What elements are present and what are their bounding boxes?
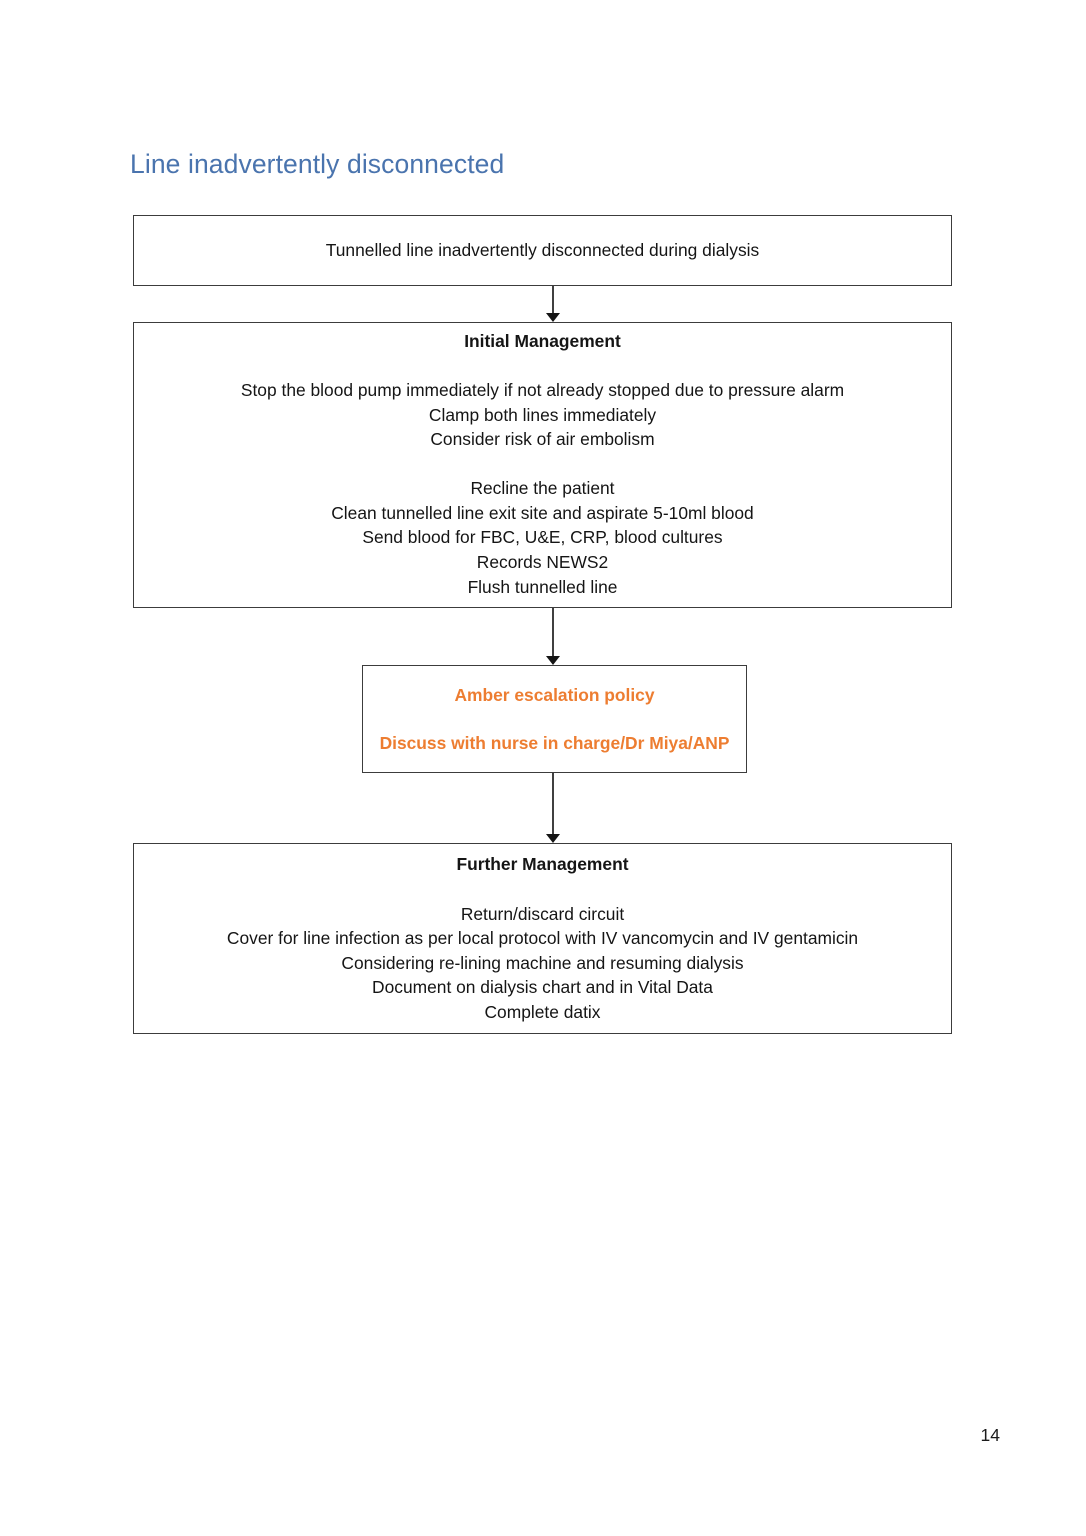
- flow-text-line: Cover for line infection as per local pr…: [226, 928, 859, 949]
- flow-node-amber-escalation: Amber escalation policy Discuss with nur…: [362, 665, 747, 773]
- flowchart: Tunnelled line inadvertently disconnecte…: [133, 215, 952, 1034]
- flow-node-start-text: Tunnelled line inadvertently disconnecte…: [326, 238, 759, 263]
- amber-escalation-instruction: Discuss with nurse in charge/Dr Miya/ANP: [379, 733, 730, 753]
- amber-escalation-heading: Amber escalation policy: [454, 685, 655, 705]
- flow-text-spacer: [380, 707, 730, 731]
- flow-text-spacer: [227, 877, 858, 902]
- flow-text-line: Clamp both lines immediately: [428, 404, 657, 425]
- connector-start-to-initial: [552, 286, 554, 314]
- flow-text-spacer: [241, 452, 844, 477]
- flow-text-line: Considering re-lining machine and resumi…: [341, 952, 744, 973]
- flow-node-further-management: Further Management Return/discard circui…: [133, 843, 952, 1034]
- arrowhead-down-icon: [546, 656, 560, 665]
- arrowhead-down-icon: [546, 834, 560, 843]
- flow-text-line: Stop the blood pump immediately if not a…: [240, 379, 845, 400]
- flow-text-spacer: [241, 353, 844, 378]
- flow-text-line: Records NEWS2: [476, 552, 609, 573]
- page-title: Line inadvertently disconnected: [130, 148, 505, 179]
- flow-text-line: Tunnelled line inadvertently disconnecte…: [325, 240, 760, 261]
- flow-node-amber-escalation-text: Amber escalation policy Discuss with nur…: [380, 683, 730, 755]
- flow-text-line: Flush tunnelled line: [467, 576, 618, 597]
- flow-text-line: Clean tunnelled line exit site and aspir…: [331, 502, 754, 523]
- arrowhead-down-icon: [546, 313, 560, 322]
- flow-node-heading: Further Management: [456, 854, 629, 875]
- flow-node-initial-management-text: Initial Management Stop the blood pump i…: [241, 329, 844, 600]
- connector-amber-to-further: [552, 773, 554, 834]
- connector-initial-to-amber: [552, 608, 554, 656]
- flow-node-further-management-text: Further Management Return/discard circui…: [227, 852, 858, 1024]
- flow-node-initial-management: Initial Management Stop the blood pump i…: [133, 322, 952, 608]
- flow-text-line: Consider risk of air embolism: [430, 429, 655, 450]
- flow-text-line: Recline the patient: [470, 478, 615, 499]
- flow-node-start: Tunnelled line inadvertently disconnecte…: [133, 215, 952, 286]
- flow-text-line: Complete datix: [484, 1001, 601, 1022]
- page-number: 14: [980, 1425, 1000, 1445]
- flow-text-line: Send blood for FBC, U&E, CRP, blood cult…: [362, 527, 723, 548]
- flow-text-line: Return/discard circuit: [460, 903, 625, 924]
- flow-text-line: Document on dialysis chart and in Vital …: [372, 977, 713, 998]
- flow-node-heading: Initial Management: [464, 330, 621, 351]
